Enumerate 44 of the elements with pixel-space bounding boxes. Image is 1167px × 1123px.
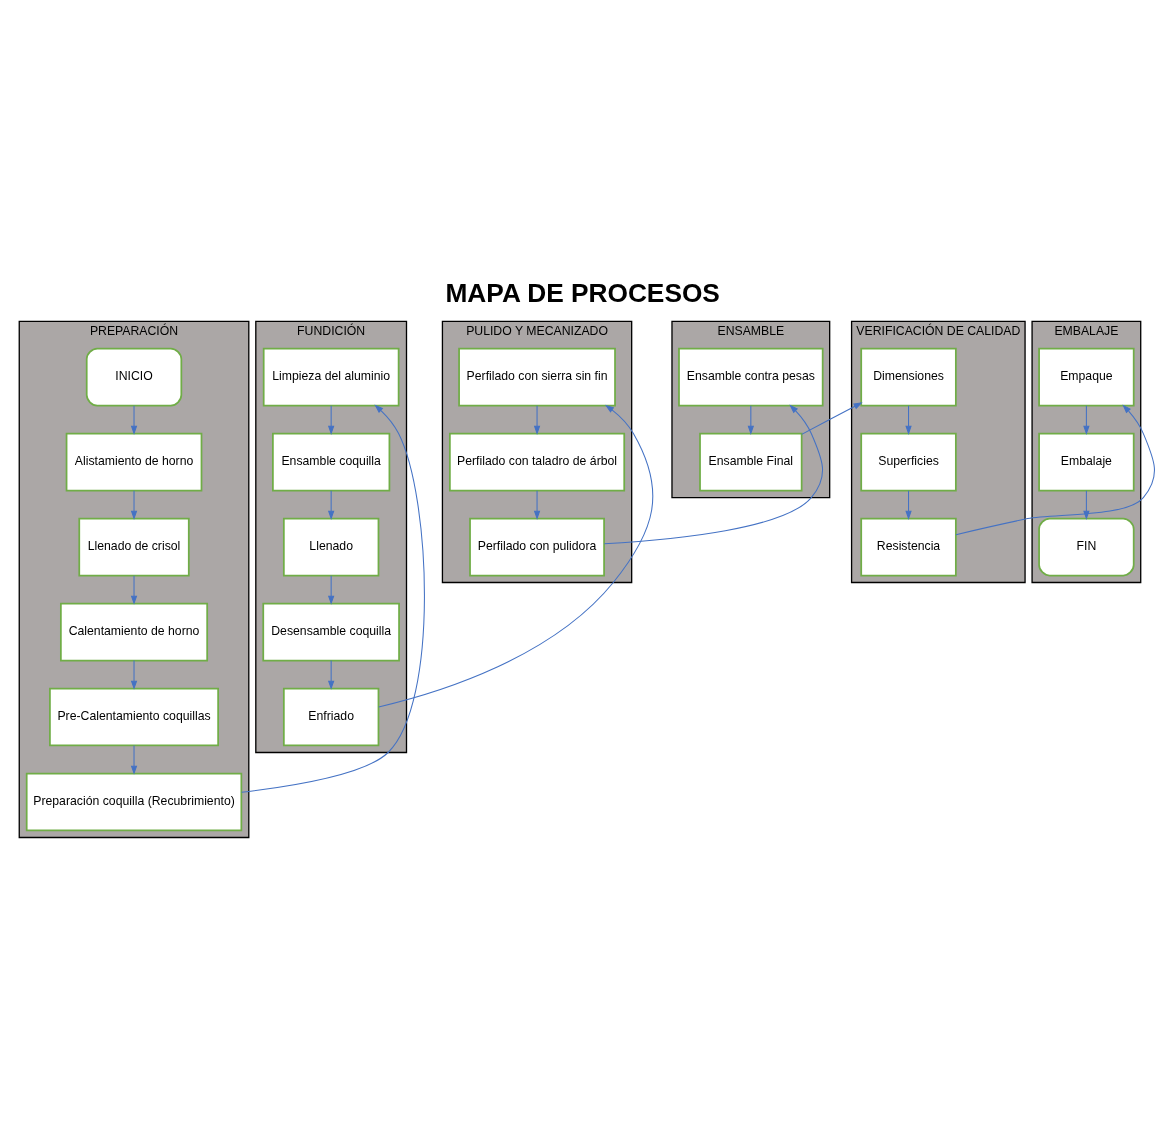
node-box: Dimensiones (860, 347, 957, 407)
node-box: Ensamble Final (699, 432, 803, 492)
arrow (533, 405, 541, 435)
node-box: FIN (1038, 517, 1135, 577)
node-box: Perfilado con sierra sin fin (458, 347, 616, 407)
arrow (801, 402, 863, 435)
arrow (1083, 405, 1090, 435)
arrow (378, 404, 654, 708)
arrow (747, 405, 754, 435)
arrow (955, 404, 1155, 536)
node-box: Superficies (860, 432, 957, 492)
arrow (241, 404, 425, 793)
node-box: INICIO (85, 347, 183, 407)
node-box: Perfilado con pulidora (469, 517, 605, 577)
node-box: Embalaje (1038, 432, 1135, 492)
arrow (905, 405, 912, 435)
node-box: Preparación coquilla (Recubrimiento) (25, 772, 243, 832)
node-box: Limpieza del aluminio (262, 347, 400, 407)
arrow (130, 660, 138, 690)
diagram-title: MAPA DE PROCESOS (445, 278, 720, 309)
node-box: Resistencia (860, 517, 957, 577)
node-box: Empaque (1038, 347, 1135, 407)
node-box: Pre-Calentamiento coquillas (49, 687, 219, 747)
arrow (533, 490, 541, 520)
arrow (130, 405, 138, 435)
arrow (327, 575, 335, 605)
node-box: Llenado de crisol (78, 517, 190, 577)
node-box: Perfilado con taladro de árbol (449, 432, 626, 492)
arrow (603, 404, 824, 545)
arrow (327, 660, 335, 690)
node-box: Alistamiento de horno (65, 432, 203, 492)
node-box: Llenado (282, 517, 380, 577)
arrow (130, 745, 138, 775)
node-box: Calentamiento de horno (60, 602, 209, 662)
arrow (327, 490, 335, 520)
arrow (130, 490, 138, 520)
node-box: Ensamble contra pesas (678, 347, 824, 407)
node-box: Enfriado (282, 687, 380, 747)
arrow (905, 490, 912, 520)
arrow (327, 405, 335, 435)
arrow (130, 575, 138, 605)
node-box: Desensamble coquilla (262, 602, 400, 662)
node-box: Ensamble coquilla (272, 432, 391, 492)
arrow (1083, 490, 1090, 520)
